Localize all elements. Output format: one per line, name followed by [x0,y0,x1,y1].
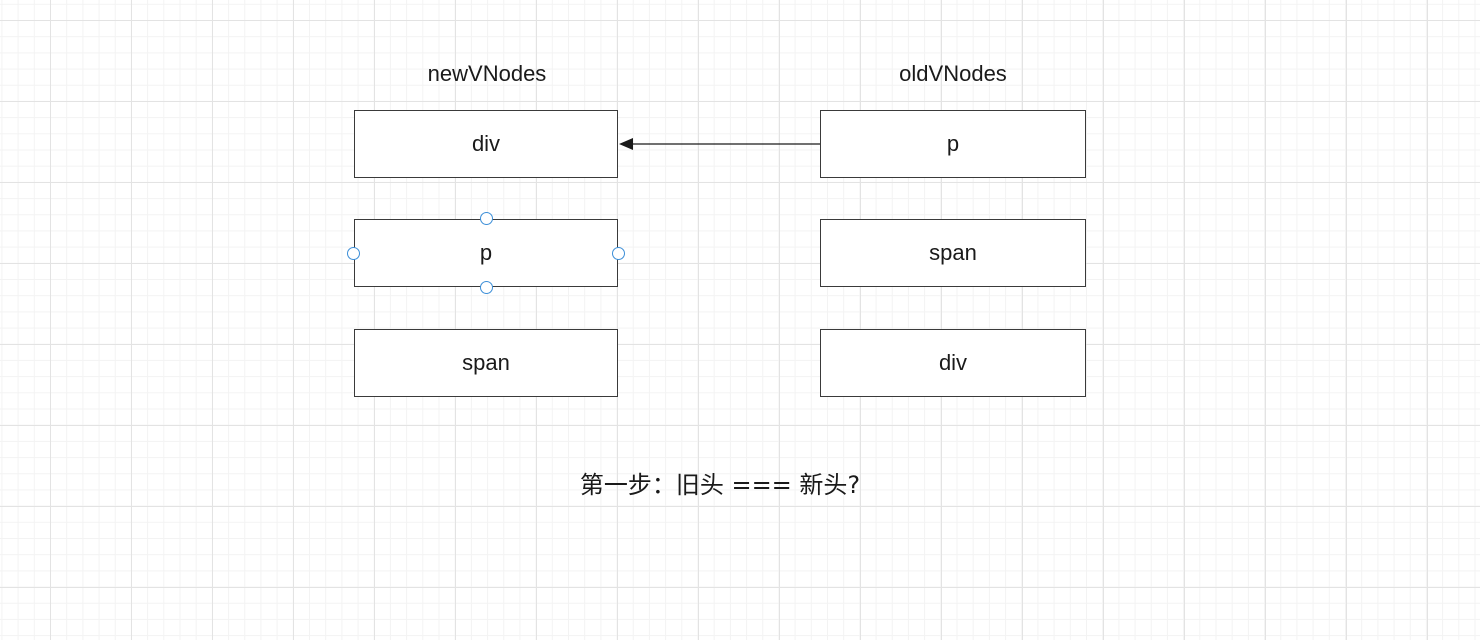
old-node-1[interactable]: p [820,110,1086,178]
connection-handle-top[interactable] [480,212,493,225]
new-vnodes-title: newVNodes [427,61,547,86]
old-vnodes-title: oldVNodes [899,61,1007,86]
connection-handle-bottom[interactable] [480,281,493,294]
connection-handle-right[interactable] [612,247,625,260]
old-node-2[interactable]: span [820,219,1086,287]
new-node-1[interactable]: div [354,110,618,178]
connection-handle-left[interactable] [347,247,360,260]
new-node-3[interactable]: span [354,329,618,397]
old-node-3[interactable]: div [820,329,1086,397]
step-caption: 第一步：旧头 === 新头? [579,471,861,499]
new-node-2-selected[interactable]: p [354,219,618,287]
arrowhead-icon [619,138,633,150]
